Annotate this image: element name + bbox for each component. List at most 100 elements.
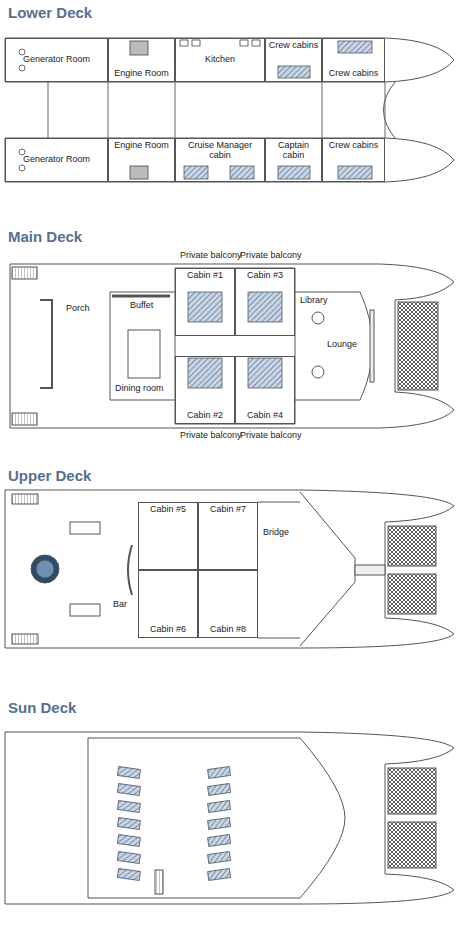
bunks-part — [278, 66, 310, 78]
room-name: Kitchen — [205, 55, 235, 65]
sun-lounger — [208, 869, 231, 881]
bunks-part — [338, 166, 372, 179]
lower-deck-hulls-part — [48, 82, 385, 138]
compartment: Captain cabin — [265, 138, 322, 182]
area-label: Porch — [66, 304, 90, 314]
main-deck — [10, 264, 454, 428]
compartment: Generator Room — [5, 38, 108, 82]
deck-title: Upper Deck — [8, 468, 91, 485]
cabin-beds-part — [248, 292, 282, 322]
machinery-part — [180, 40, 188, 46]
cabin-box: Cabin #6 — [138, 570, 198, 638]
upper-deck-part — [128, 545, 132, 595]
lower-deck-hulls — [5, 38, 454, 182]
area-label: Library — [300, 296, 328, 306]
deck-title: Lower Deck — [8, 5, 92, 22]
sun-lounger — [117, 767, 140, 779]
sun-lounger — [208, 818, 231, 830]
cabin-box: Cabin #5 — [138, 502, 198, 570]
compartment: Cruise Manager cabin — [175, 138, 265, 182]
machinery-part — [130, 41, 148, 55]
area-label: Private balcony — [180, 431, 242, 441]
area-label: Bar — [113, 600, 127, 610]
upper-deck-part — [70, 604, 100, 616]
main-deck-part — [10, 264, 454, 428]
sun-deck-part — [88, 738, 345, 898]
upper-deck-part — [36, 560, 54, 578]
main-deck-part — [398, 302, 438, 390]
cabin-box: Cabin #2 — [175, 356, 235, 424]
main-deck-part — [12, 413, 37, 425]
upper-deck — [5, 490, 454, 648]
sun-deck-part — [388, 822, 436, 868]
sun-loungers — [117, 767, 230, 881]
machinery-part — [130, 166, 148, 179]
upper-deck-part — [258, 502, 300, 638]
area-label: Lounge — [327, 340, 357, 350]
sun-deck-part — [155, 870, 163, 894]
sun-lounger — [117, 835, 140, 847]
cabin-box: Cabin #4 — [235, 356, 295, 424]
upper-deck-part — [31, 555, 59, 583]
main-deck-part — [40, 300, 52, 388]
sun-lounger — [117, 818, 140, 830]
upper-deck-part — [388, 526, 436, 566]
room-name: Cabin #2 — [187, 411, 223, 421]
machinery-part — [19, 165, 25, 171]
room-name: Cabin #7 — [210, 505, 246, 515]
sun-lounger — [208, 784, 231, 796]
main-deck-part — [370, 310, 374, 382]
lower-deck-hulls-part — [5, 138, 454, 182]
area-label: Bridge — [263, 528, 289, 538]
main-deck-part — [128, 330, 160, 378]
compartment: Crew cabins — [265, 38, 322, 82]
machinery-part — [192, 40, 200, 46]
compartment: Crew cabins — [322, 138, 385, 182]
main-deck-part — [312, 312, 324, 324]
area-label: Dining room — [115, 384, 164, 394]
compartment: Generator Room — [5, 138, 108, 182]
cabin-beds-part — [248, 358, 282, 388]
sun-lounger — [208, 852, 231, 864]
cabin-box: Cabin #3 — [235, 268, 295, 336]
sun-lounger — [208, 767, 231, 779]
upper-deck-part — [388, 574, 436, 614]
room-name: Captain cabin — [268, 141, 319, 161]
room-name: Engine Room — [114, 69, 169, 79]
sun-deck-part — [388, 768, 436, 814]
sun-lounger — [117, 852, 140, 864]
sun-deck — [5, 732, 454, 904]
room-name: Cabin #5 — [150, 505, 186, 515]
area-label: Buffet — [130, 301, 153, 311]
room-name: Generator Room — [23, 155, 90, 165]
sun-deck-part — [5, 732, 454, 904]
machinery-part — [19, 65, 25, 71]
room-name: Cabin #6 — [150, 625, 186, 635]
lower-deck-hulls-part — [5, 38, 454, 82]
room-name: Cabin #4 — [247, 411, 283, 421]
bunks-part — [278, 166, 310, 179]
room-name: Cabin #3 — [247, 271, 283, 281]
machinery-part — [252, 40, 260, 46]
bunks-part — [338, 41, 372, 53]
main-deck-part — [312, 366, 324, 378]
machinery-part — [240, 40, 248, 46]
sun-lounger — [117, 801, 140, 813]
compartment: Kitchen — [175, 38, 265, 82]
upper-deck-part — [5, 490, 454, 648]
room-name: Cruise Manager cabin — [178, 141, 262, 161]
upper-deck-part — [70, 522, 100, 534]
compartment: Engine Room — [108, 38, 175, 82]
main-deck-part — [175, 268, 295, 424]
upper-deck-part — [12, 494, 38, 504]
main-deck-part — [110, 292, 175, 400]
cabin-box: Cabin #8 — [198, 570, 258, 638]
sun-lounger — [208, 801, 231, 813]
upper-deck-part — [355, 565, 385, 575]
room-name: Crew cabins — [329, 141, 379, 151]
cabin-box: Cabin #7 — [198, 502, 258, 570]
main-deck-part — [112, 295, 170, 298]
compartment: Engine Room — [108, 138, 175, 182]
room-name: Engine Room — [114, 141, 169, 151]
